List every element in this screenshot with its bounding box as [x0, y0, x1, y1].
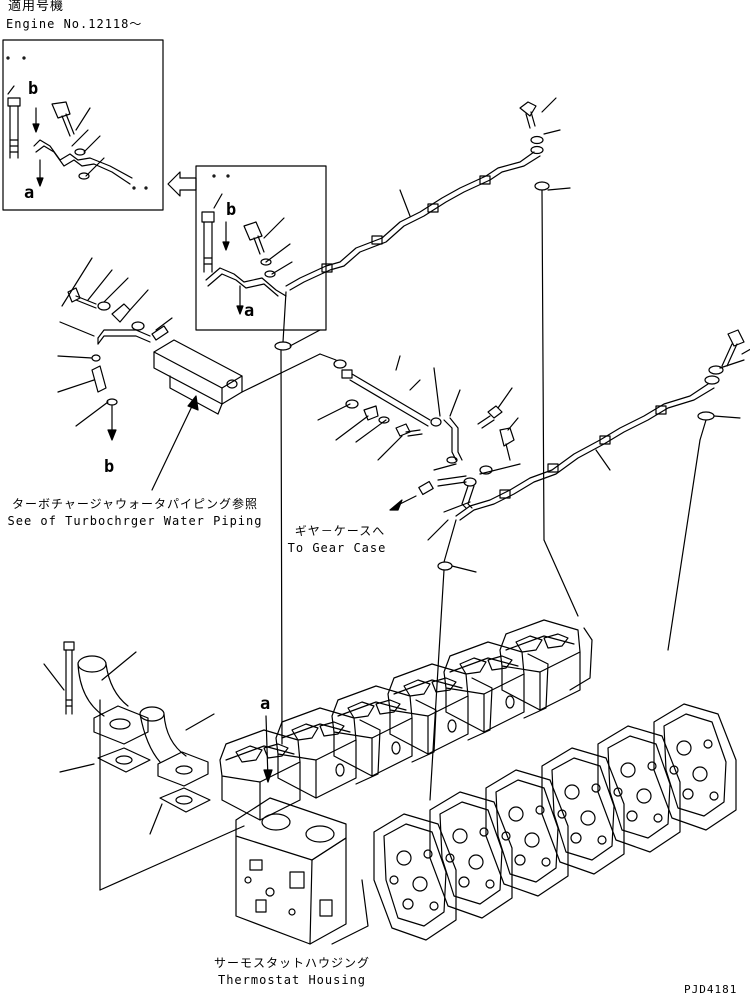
detail-marker-b-hose: b — [104, 457, 116, 477]
water-outlet-elbows — [43, 641, 215, 835]
detail-marker-b-middle: b — [226, 200, 238, 220]
detail-inset-box-middle — [195, 165, 327, 331]
turbo-reference-jp: ターボチャージャウォータパイピング参照 — [11, 497, 259, 511]
upper-pipe-assembly — [274, 97, 571, 541]
detail-inset-box-left — [2, 39, 164, 211]
thermostat-housing — [235, 715, 369, 945]
engine-serial-label: Engine No.12118～ — [6, 17, 143, 31]
right-pipe-assembly — [429, 329, 750, 801]
thermostat-housing-en: Thermostat Housing — [217, 973, 367, 987]
routing-lines — [99, 349, 579, 891]
turbo-water-fittings — [57, 257, 337, 491]
applicability-heading: 適用号機 — [8, 0, 65, 14]
detail-marker-a-middle: a — [244, 301, 256, 321]
cylinder-heads-upper-row — [219, 619, 593, 821]
detail-marker-a-inset: a — [24, 183, 36, 203]
drawing-code: PJD4181 — [684, 983, 738, 996]
detail-marker-a-housing: a — [260, 694, 272, 714]
gear-case-en: To Gear Case — [287, 541, 387, 555]
inset-pointer-arrow — [167, 171, 197, 197]
turbo-reference-en: See of Turbochrger Water Piping — [7, 514, 263, 528]
gear-case-jp: ギヤ－ケースへ — [294, 524, 386, 538]
cylinder-heads-lower-row — [373, 703, 737, 941]
detail-marker-b-inset: b — [28, 79, 40, 99]
gear-case-pipe — [317, 355, 521, 541]
thermostat-housing-jp: サーモスタットハウジング — [213, 956, 371, 970]
